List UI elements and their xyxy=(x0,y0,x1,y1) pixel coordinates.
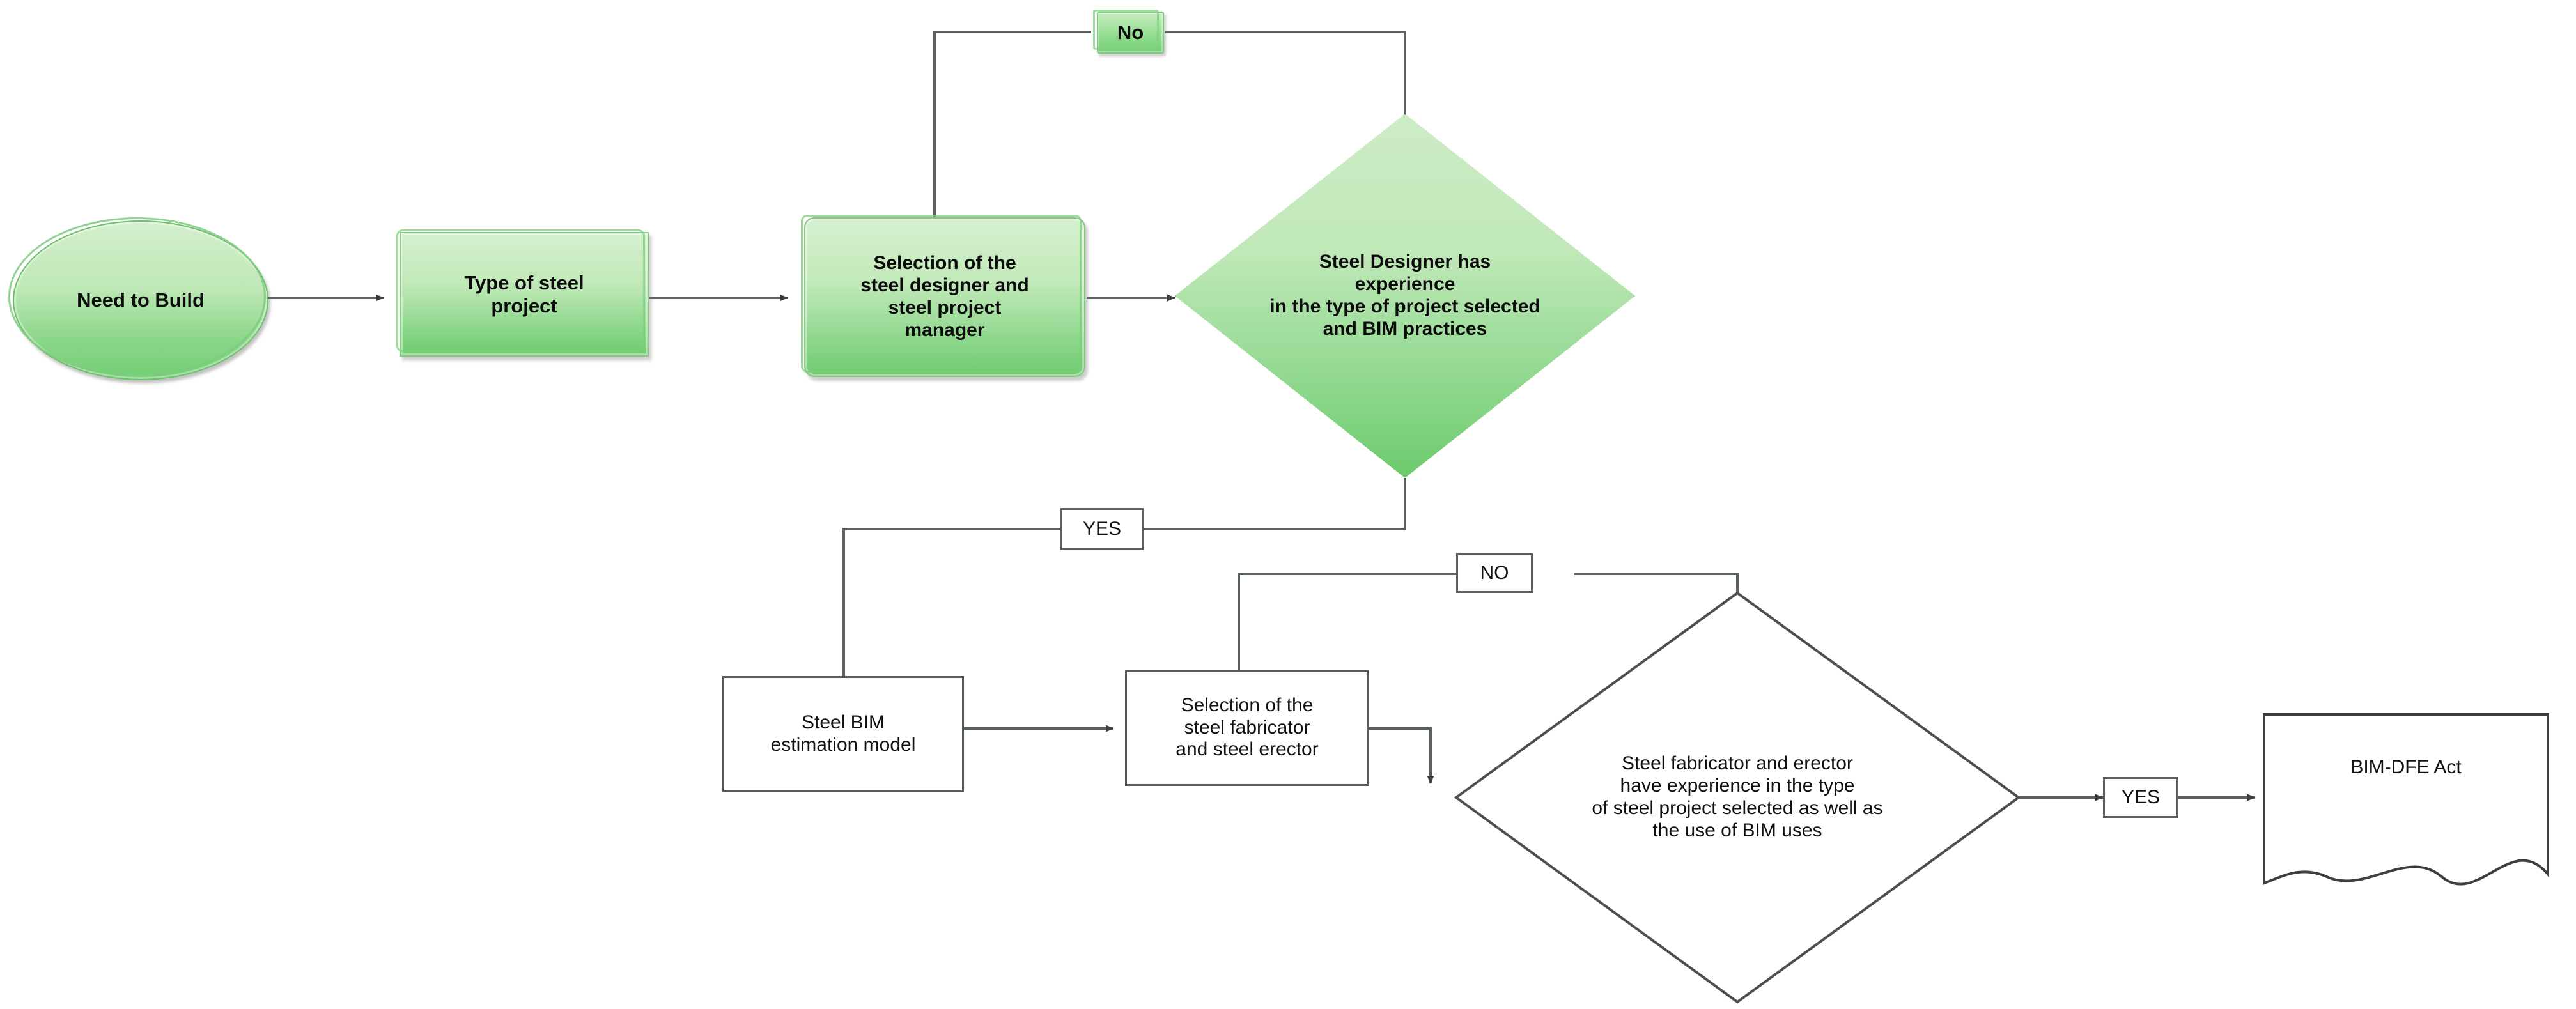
edge-decdesigner-no-left xyxy=(933,31,1091,217)
node-selfab-line1: Selection of the xyxy=(1181,694,1314,716)
node-selfab-line3: and steel erector xyxy=(1175,739,1319,760)
edge-label-yes-end[interactable]: YES xyxy=(2103,777,2178,818)
node-decision-steel-designer-experience[interactable]: Steel Designer has experience in the typ… xyxy=(1175,114,1635,478)
node-selection-steel-designer[interactable]: Selection of the steel designer and stee… xyxy=(801,215,1085,377)
edge-label-no-top[interactable]: No xyxy=(1093,10,1164,54)
node-type-line1: Type of steel xyxy=(464,271,584,294)
node-need-to-build[interactable]: Need to Build xyxy=(8,217,268,380)
node-decfab-line3: of steel project selected as well as xyxy=(1592,797,1883,819)
node-seldesigner-line3: steel project xyxy=(888,297,1002,318)
edge-yes-to-bimmodel xyxy=(842,528,1060,676)
node-decdesigner-line1: Steel Designer has xyxy=(1319,251,1491,273)
node-decision-steel-fabricator-experience[interactable]: Steel fabricator and erector have experi… xyxy=(1456,593,2019,1002)
edge-label-yes-end-text: YES xyxy=(2121,786,2161,808)
node-seldesigner-line2: steel designer and xyxy=(860,275,1029,297)
node-bim-dfe-act-label: BIM-DFE Act xyxy=(2350,757,2462,778)
node-decdesigner-line3: in the type of project selected xyxy=(1269,296,1540,317)
edge-label-no-lower[interactable]: NO xyxy=(1456,553,1533,593)
edge-label-no-top-text: No xyxy=(1117,21,1144,44)
edge-decdesigner-no-right xyxy=(1165,31,1406,114)
node-seldesigner-line1: Selection of the xyxy=(873,252,1016,274)
node-type-line2: project xyxy=(491,294,557,317)
node-bimmodel-line1: Steel BIM xyxy=(801,712,885,734)
node-type-of-steel-project[interactable]: Type of steel project xyxy=(396,229,649,357)
node-seldesigner-line4: manager xyxy=(904,319,985,341)
edge-selfabricator-to-decfabricator xyxy=(1369,727,1434,784)
edge-label-yes-middle-text: YES xyxy=(1082,518,1122,539)
node-decdesigner-line2: experience xyxy=(1354,273,1455,295)
node-bim-dfe-act[interactable]: BIM-DFE Act xyxy=(2264,714,2548,868)
node-decfab-line4: the use of BIM uses xyxy=(1652,819,1822,841)
edge-decfabricator-no-left xyxy=(1238,573,1456,670)
edge-decfabricator-no-right xyxy=(1574,573,1739,593)
edge-label-no-lower-text: NO xyxy=(1480,562,1509,583)
node-need-to-build-label: Need to Build xyxy=(77,289,205,312)
edge-decdesigner-yes-down xyxy=(1144,478,1406,530)
node-decfab-line2: have experience in the type xyxy=(1620,775,1855,797)
node-bimmodel-line2: estimation model xyxy=(770,734,916,755)
node-decdesigner-line4: and BIM practices xyxy=(1323,318,1487,339)
edge-label-yes-middle[interactable]: YES xyxy=(1060,508,1144,550)
node-selfab-line2: steel fabricator xyxy=(1184,716,1310,738)
node-decfab-line1: Steel fabricator and erector xyxy=(1622,753,1853,774)
node-selection-steel-fabricator[interactable]: Selection of the steel fabricator and st… xyxy=(1125,670,1369,786)
node-steel-bim-estimation-model[interactable]: Steel BIM estimation model xyxy=(722,676,964,792)
